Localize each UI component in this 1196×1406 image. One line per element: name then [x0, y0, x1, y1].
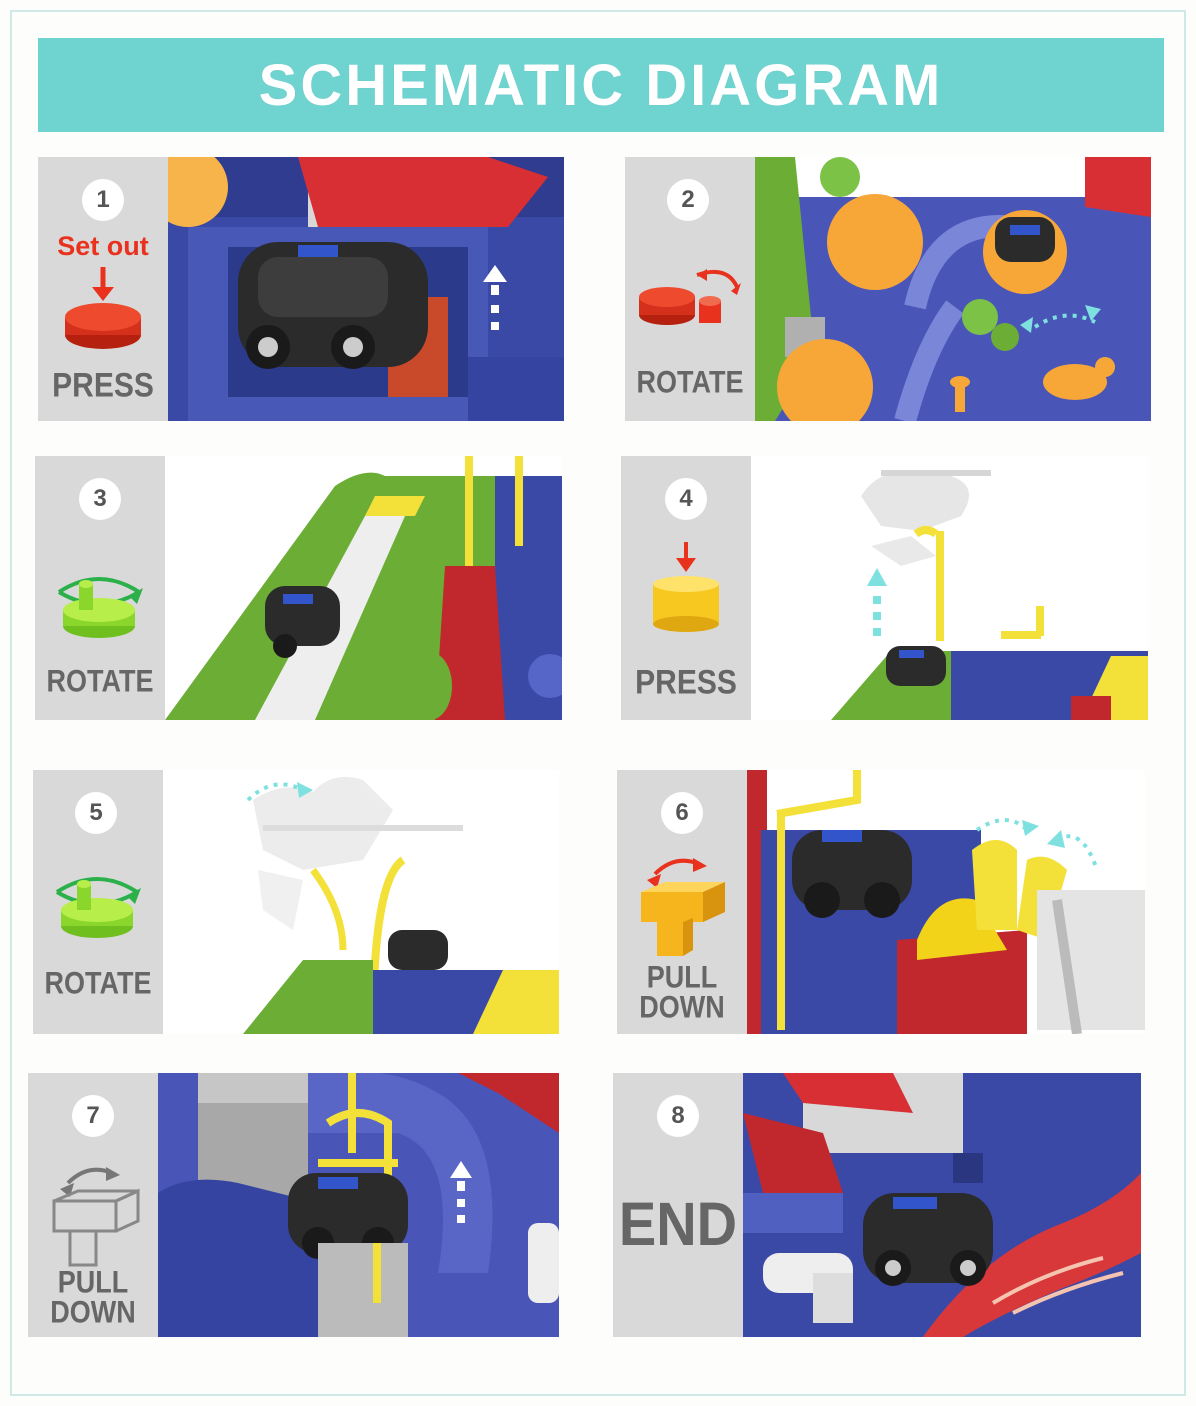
red-rotate-knob-icon: [639, 269, 741, 325]
title-banner: SCHEMATIC DIAGRAM: [38, 38, 1164, 132]
step-6-label-line2: DOWN: [639, 989, 725, 1025]
step-6-sidebar: 6 PULL DOWN: [617, 770, 747, 1034]
step-3-number: 3: [79, 478, 121, 520]
red-press-button-icon: [65, 267, 141, 349]
step-1-sidebar: 1 Set out PRESS: [38, 157, 168, 421]
step-3-photo: [165, 456, 562, 720]
step-1-panel: 1 Set out PRESS: [38, 157, 564, 421]
step-4-number: 4: [665, 478, 707, 520]
green-rotate-disc-icon: [55, 877, 141, 938]
step-7-sidebar: 7 PULL DOWN: [28, 1073, 158, 1337]
step-3-label: ROTATE: [46, 663, 154, 699]
step-5-label: ROTATE: [44, 965, 152, 1001]
step-5-photo: [163, 770, 559, 1034]
step-1-caption: Set out: [57, 231, 149, 261]
step-5-sidebar: 5 ROTATE: [33, 770, 163, 1034]
step-3-sidebar: 3 ROTATE: [35, 456, 165, 720]
step-7-label-line2: DOWN: [50, 1294, 136, 1330]
step-1-photo: [168, 157, 564, 421]
step-7-label-line1: PULL: [57, 1264, 129, 1300]
step-7-photo: [158, 1073, 559, 1337]
step-7-label: PULL DOWN: [28, 1264, 158, 1330]
step-5-number: 5: [75, 792, 117, 834]
step-3-panel: 3 ROTATE: [35, 456, 562, 720]
step-2-number: 2: [667, 179, 709, 221]
step-1-label: PRESS: [52, 366, 154, 405]
page-title: SCHEMATIC DIAGRAM: [258, 52, 944, 118]
green-rotate-disc-icon: [57, 577, 143, 638]
step-1-number: 1: [82, 179, 124, 221]
yellow-pull-lever-icon: [641, 858, 725, 956]
step-4-panel: 4 PRESS: [621, 456, 1148, 720]
step-4-photo: [751, 456, 1148, 720]
step-8-number: 8: [657, 1095, 699, 1137]
step-7-panel: 7 PULL DOWN: [28, 1073, 559, 1337]
step-6-photo: [747, 770, 1145, 1034]
step-7-number: 7: [72, 1095, 114, 1137]
step-8-panel: 8 END: [613, 1073, 1141, 1337]
step-4-label: PRESS: [635, 663, 737, 702]
step-6-panel: 6 PULL DOWN: [617, 770, 1145, 1034]
step-8-sidebar: 8 END: [613, 1073, 743, 1337]
step-2-label: ROTATE: [636, 364, 744, 400]
step-2-photo: [755, 157, 1151, 421]
step-6-label: PULL DOWN: [617, 959, 747, 1025]
step-2-sidebar: 2 ROTATE: [625, 157, 755, 421]
step-2-panel: 2 ROTATE: [625, 157, 1151, 421]
page-frame: [10, 10, 1186, 1396]
step-5-panel: 5 ROTATE: [33, 770, 559, 1034]
step-4-sidebar: 4 PRESS: [621, 456, 751, 720]
gray-pull-lever-icon: [52, 1167, 140, 1267]
yellow-press-button-icon: [653, 542, 719, 632]
step-8-label: END: [618, 1188, 738, 1259]
step-8-photo: [743, 1073, 1141, 1337]
step-6-label-line1: PULL: [646, 959, 718, 995]
step-6-number: 6: [661, 792, 703, 834]
